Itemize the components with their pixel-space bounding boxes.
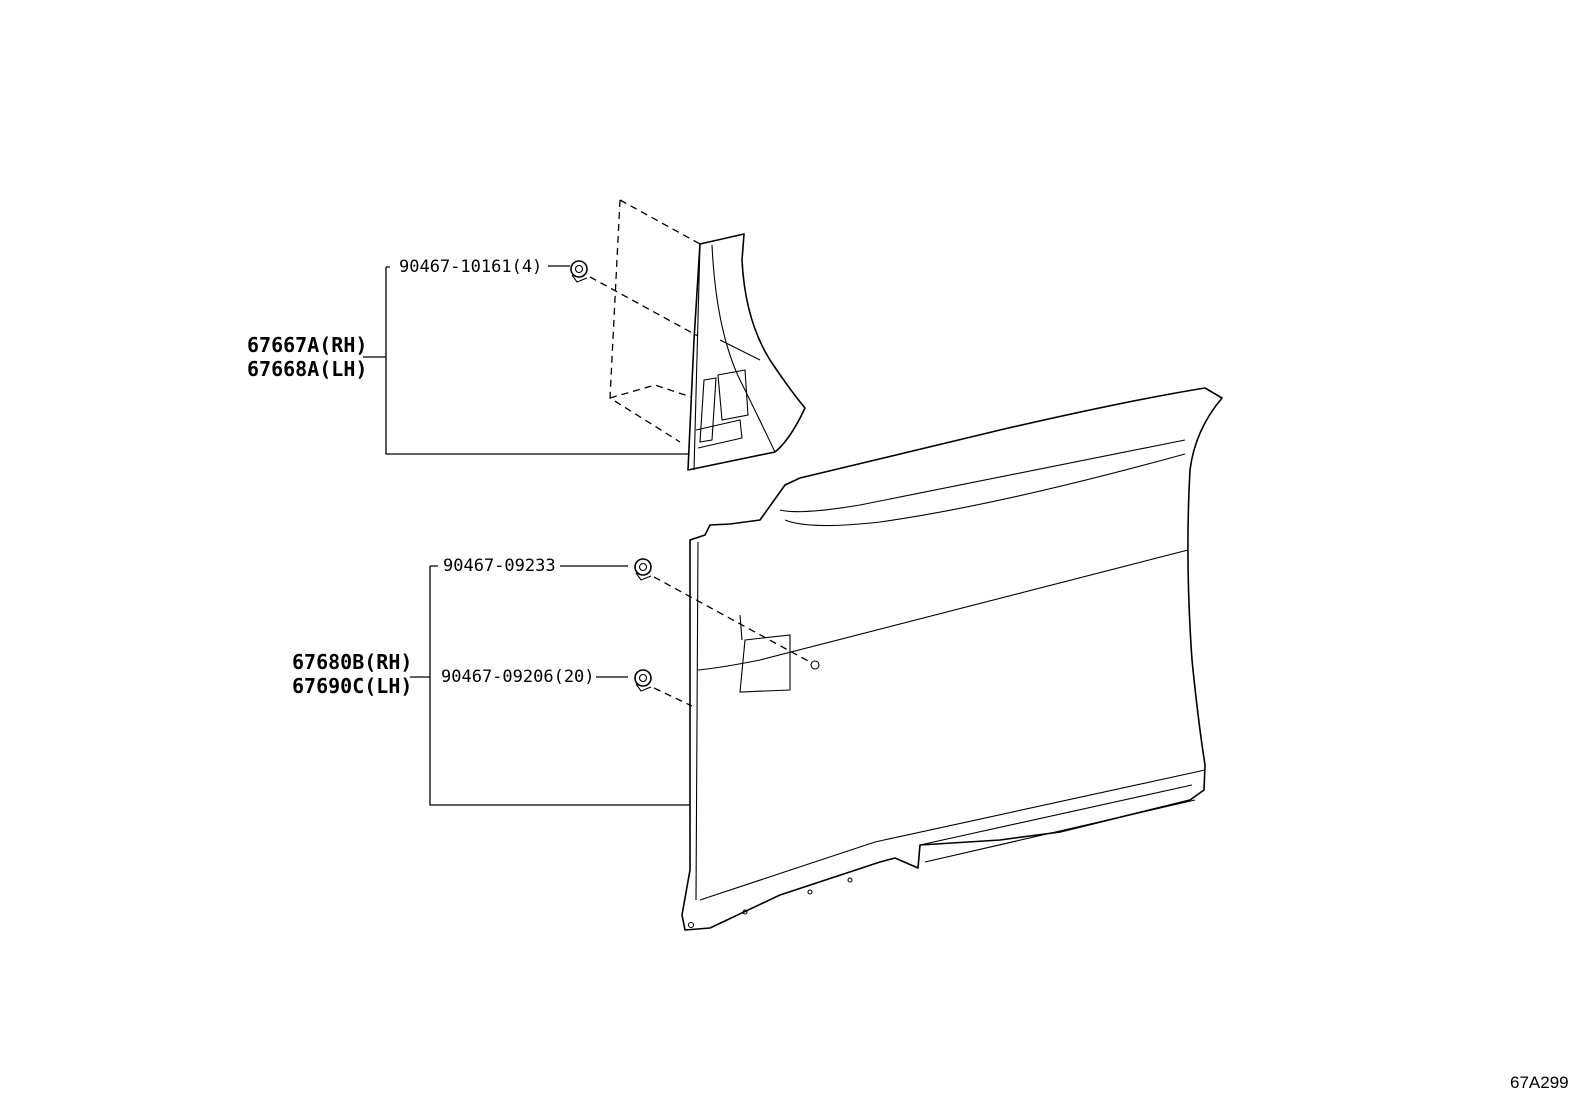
callout-clip-top: 90467-10161(4): [399, 257, 542, 277]
page-code: 67A299: [1510, 1073, 1569, 1092]
callout-pillar-rh: 67667A(RH): [247, 333, 367, 357]
callout-clip-mid-lower: 90467-09206(20): [441, 667, 595, 687]
clip-icon-mid-upper[interactable]: [634, 558, 652, 581]
clip-icon-top[interactable]: [570, 260, 588, 283]
callout-pillar-lh: 67668A(LH): [247, 357, 367, 381]
clip-icon-mid-lower[interactable]: [634, 669, 652, 692]
side-panel-part[interactable]: [681, 387, 1223, 931]
pillar-garnish-part[interactable]: [609, 199, 806, 471]
callout-clip-mid-upper: 90467-09233: [443, 556, 556, 576]
callout-panel-rh: 67680B(RH): [292, 650, 412, 674]
callout-panel-lh: 67690C(LH): [292, 674, 412, 698]
